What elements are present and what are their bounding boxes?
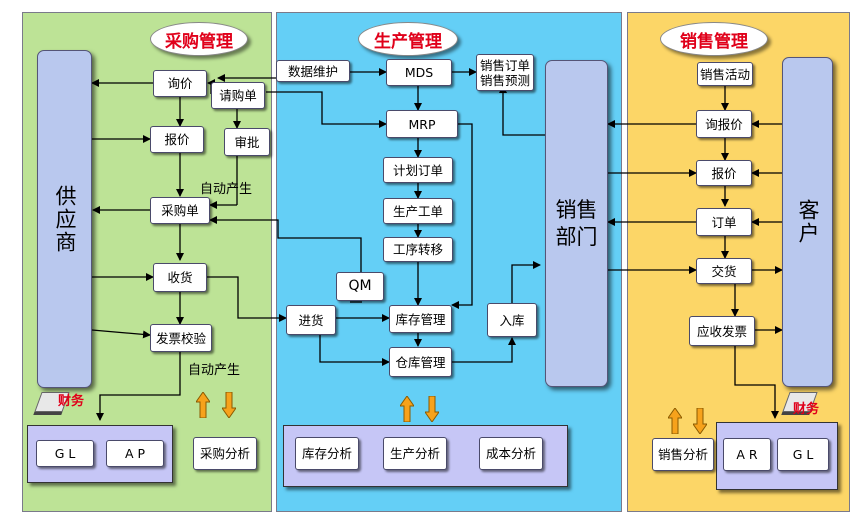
auto-generate-label-2: 自动产生 — [188, 363, 241, 378]
node-inventory-analysis[interactable]: 库存分析 — [295, 437, 359, 470]
node-sales-activity[interactable]: 销售活动 — [697, 62, 753, 86]
node-ar-invoice[interactable]: 应收发票 — [689, 316, 755, 346]
node-purchase-order[interactable]: 采购单 — [150, 197, 210, 224]
node-requisition[interactable]: 请购单 — [211, 82, 265, 109]
node-invoice-check[interactable]: 发票校验 — [150, 324, 212, 352]
up-arrow-icon-sales — [667, 407, 683, 435]
sales-dept-box[interactable]: 销售部门 — [545, 60, 608, 387]
node-work-order[interactable]: 生产工单 — [383, 198, 453, 224]
node-sales-order[interactable]: 订单 — [696, 208, 752, 236]
sales-title: 销售管理 — [660, 22, 768, 56]
node-sales-analysis[interactable]: 销售分析 — [652, 438, 714, 471]
node-sales-order-forecast[interactable]: 销售订单销售预测 — [476, 54, 534, 91]
node-qm[interactable]: QM — [336, 272, 384, 301]
node-cost-analysis[interactable]: 成本分析 — [479, 437, 543, 470]
node-gl-left[interactable]: G L — [36, 440, 94, 467]
up-arrow-icon-production — [399, 395, 415, 423]
node-planned-order[interactable]: 计划订单 — [383, 157, 453, 183]
customer-label: 客户 — [796, 199, 820, 245]
finance-label-left: 财务 — [58, 394, 85, 409]
finance-label-right: 财务 — [793, 402, 820, 417]
node-mds[interactable]: MDS — [386, 59, 452, 86]
node-delivery[interactable]: 交货 — [696, 258, 752, 284]
node-operation-transfer[interactable]: 工序转移 — [383, 237, 453, 262]
node-receiving[interactable]: 收货 — [153, 263, 207, 292]
supplier-label: 供应商 — [53, 184, 77, 254]
sales-order-forecast-label: 销售订单销售预测 — [479, 57, 530, 88]
node-sales-quote[interactable]: 报价 — [696, 160, 752, 186]
customer-box[interactable]: 客户 — [782, 57, 833, 387]
production-title: 生产管理 — [358, 22, 458, 56]
node-data-maintenance[interactable]: 数据维护 — [276, 60, 350, 82]
purchase-title: 采购管理 — [150, 22, 248, 56]
node-inquiry-quote[interactable]: 询报价 — [696, 110, 752, 138]
down-arrow-icon-purchase — [221, 391, 237, 419]
node-purchase-analysis[interactable]: 采购分析 — [193, 437, 257, 470]
node-inventory-mgmt[interactable]: 库存管理 — [389, 305, 452, 333]
node-approval[interactable]: 审批 — [224, 128, 270, 156]
node-quote[interactable]: 报价 — [150, 126, 204, 153]
node-gl-right[interactable]: G L — [777, 438, 829, 471]
node-receipt[interactable]: 进货 — [286, 305, 336, 335]
node-inquiry[interactable]: 询价 — [153, 70, 207, 97]
down-arrow-icon-production — [424, 395, 440, 423]
node-ar[interactable]: A R — [723, 438, 771, 471]
node-mrp[interactable]: MRP — [386, 110, 458, 138]
node-ap[interactable]: A P — [106, 440, 164, 467]
node-warehouse-mgmt[interactable]: 仓库管理 — [389, 347, 452, 377]
sales-dept-label: 销售部门 — [555, 197, 598, 249]
node-production-analysis[interactable]: 生产分析 — [383, 437, 447, 470]
node-inbound[interactable]: 入库 — [487, 303, 537, 337]
up-arrow-icon-purchase — [195, 391, 211, 419]
down-arrow-icon-sales — [692, 407, 708, 435]
supplier-box[interactable]: 供应商 — [37, 50, 92, 388]
auto-generate-label-1: 自动产生 — [200, 182, 253, 197]
